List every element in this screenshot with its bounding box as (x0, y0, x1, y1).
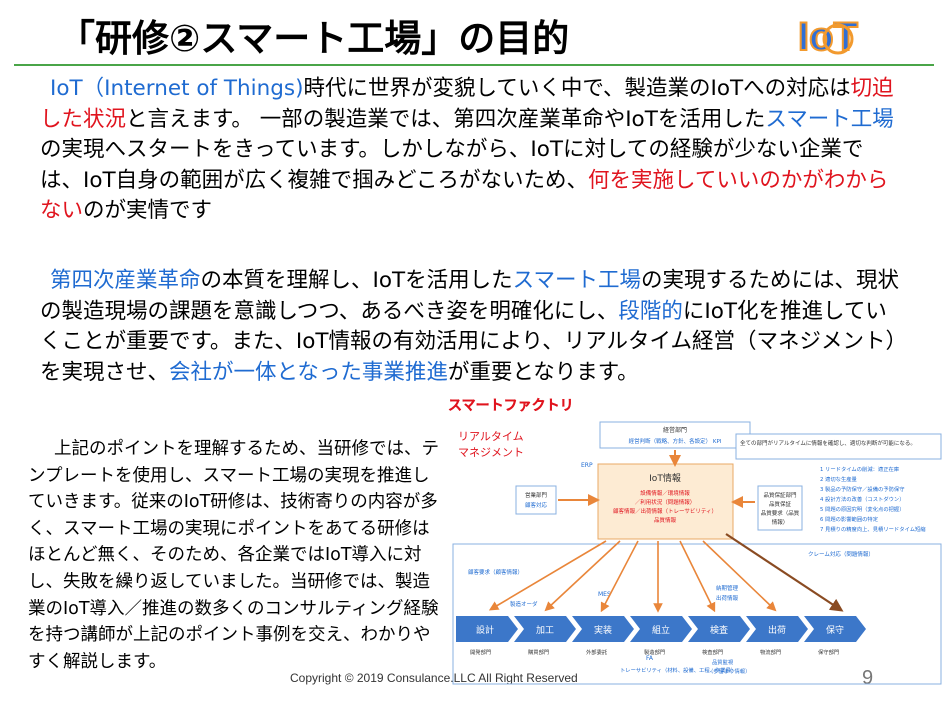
manufacturing-order-label: 製造オーダ (510, 600, 538, 608)
realtime-label: リアルタイム (458, 430, 524, 443)
iot-arrow-maintenance (725, 533, 844, 612)
quality-monitoring-label: 品質監視 (712, 658, 734, 666)
sales-box (515, 485, 557, 515)
process-label-assembly: 組立 (652, 624, 670, 636)
process-label-shipping: 出荷 (768, 624, 786, 636)
qa-box-line3: 品質要求（品質 (761, 509, 800, 517)
dept-manufacturing: 製造部門 (644, 648, 665, 656)
title-underline (14, 64, 934, 66)
erp-label: ERP (581, 462, 593, 469)
yield-info-label: （歩留まり情報） (708, 667, 750, 675)
dept-maintenance: 保守部門 (818, 648, 839, 656)
iot-logo-circle (822, 23, 854, 55)
dept-outsourcing: 外部委託 (586, 648, 608, 656)
customer-request-label: 顧客要求（顧客情報） (468, 568, 523, 576)
benefit-1: 1 リードタイムの削減：適正在庫 (820, 465, 900, 473)
process-step-machining (514, 616, 576, 642)
training-description: 上記のポイントを理解するため、当研修では、テンプレートを使用し、スマート工場の実… (28, 439, 439, 672)
dept-purchasing: 購買部門 (528, 648, 549, 656)
process-label-mounting: 実装 (594, 624, 612, 636)
process-step-assembly (630, 616, 692, 642)
sales-box-title: 営業部門 (525, 491, 548, 499)
right-note-box (735, 433, 942, 460)
process-label-inspection: 検査 (710, 624, 728, 636)
benefit-3: 3 製品の予防保守／設備の予防保守 (820, 485, 905, 493)
benefit-6: 6 問題の影響範囲の特定 (820, 515, 879, 523)
copyright-notice: Copyright © 2019 Consulance.LLC All Righ… (290, 671, 578, 685)
claim-label: クレーム対応（問題情報） (808, 550, 874, 558)
process-step-shipping (746, 616, 808, 642)
dept-logistics: 物流部門 (760, 648, 781, 656)
iot-arrow-inspection (679, 540, 716, 613)
process-step-inspection (688, 616, 750, 642)
smart-factory-diagram: スマートファクトリ リアルタイム マネジメント 経営部門 経営判断（戦略、方針、… (448, 398, 942, 685)
qa-box-line2: 品質保証 (769, 500, 792, 508)
qa-box (757, 485, 803, 531)
management-box (599, 421, 751, 449)
purpose-paragraph: 第四次産業革命の本質を理解し、IoTを活用したスマート工場の実現するためには、現… (40, 268, 900, 385)
iot-arrow-design (488, 540, 607, 611)
dept-development: 開発部門 (470, 648, 491, 656)
sales-box-detail: 顧客対応 (525, 501, 548, 509)
shipping-info-label: 出荷情報 (716, 594, 739, 602)
intro-paragraph: IoT（Internet of Things)時代に世界が変貌していく中で、製造… (40, 76, 894, 223)
right-note-text: 全ての部門がリアルタイムに情報を確認し、適切な判断が可能になる。 (740, 439, 916, 447)
iot-arrow-shipping (702, 540, 777, 612)
delivery-mgmt-label: 納期管理 (716, 584, 739, 592)
benefit-2: 2 適切な生産量 (820, 475, 858, 483)
process-step-mounting (572, 616, 634, 642)
dept-inspection: 検査部門 (702, 648, 723, 656)
iot-info-line2: ／利用状況（問題情報） (635, 498, 696, 506)
qa-box-title: 品質保証部門 (763, 491, 797, 499)
operations-frame (452, 543, 942, 685)
benefit-5: 5 問題の原因究明（変化点の把握） (820, 505, 905, 513)
iot-info-title: IoT情報 (649, 472, 681, 484)
process-label-maintenance: 保守 (826, 624, 844, 636)
iot-arrow-machining (544, 540, 621, 612)
management-label: マネジメント (458, 446, 524, 459)
iot-info-line1: 設備情報／環境情報 (640, 489, 690, 497)
management-box-detail: 経営判断（戦略、方針、各設定） KPI (629, 437, 722, 445)
management-box-title: 経営部門 (663, 426, 687, 434)
process-label-design: 設計 (476, 624, 494, 636)
page-number: 9 (862, 667, 874, 689)
iot-logo: IoT (797, 14, 859, 60)
qa-box-line4: 情報） (772, 518, 789, 526)
process-step-maintenance (804, 616, 866, 642)
diagram-title: スマートファクトリ (448, 398, 574, 414)
iot-arrow-mounting (600, 540, 639, 613)
process-step-design (456, 616, 518, 642)
benefit-4: 4 設計方法の改善（コストダウン） (820, 495, 905, 503)
iot-info-line4: 品質情報 (654, 516, 677, 524)
process-label-machining: 加工 (536, 625, 554, 636)
traceability-label: トレーサビリティ（材料、設備、工程、作業員） (620, 666, 736, 674)
process-flow: 設計 加工 実装 組立 検査 出荷 保守 (456, 616, 866, 642)
page-title: 「研修②スマート工場」の目的 (58, 17, 570, 60)
iot-logo-text: IoT (798, 15, 858, 59)
benefit-7: 7 見積りの精度向上、見積リードタイム短縮 (820, 525, 926, 533)
mes-label: MES (598, 591, 611, 598)
fa-label: FA (646, 655, 654, 662)
iot-info-box (597, 463, 734, 540)
iot-info-line3: 顧客情報／出荷情報（トレーサビリティ） (613, 507, 717, 515)
